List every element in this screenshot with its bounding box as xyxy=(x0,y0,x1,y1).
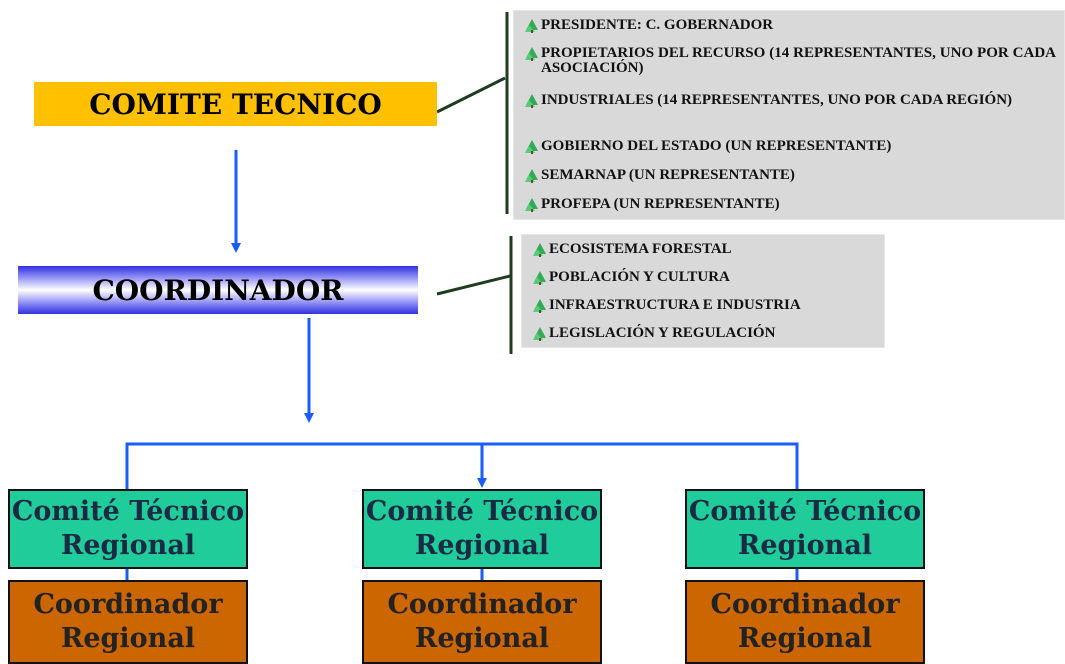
comite-tecnico-box: COMITE TECNICO xyxy=(34,82,437,126)
area-item: LEGISLACIÓN Y REGULACIÓN xyxy=(532,326,876,341)
area-item: ECOSISTEMA FORESTAL xyxy=(532,242,876,257)
member-item: PROFEPA (UN REPRESENTANTE) xyxy=(524,197,1056,212)
coordinador-box: COORDINADOR xyxy=(18,266,418,314)
area-item: POBLACIÓN Y CULTURA xyxy=(532,270,876,285)
committee-members-panel: PRESIDENTE: C. GOBERNADOR PROPIETARIOS D… xyxy=(513,10,1065,220)
tree-icon xyxy=(524,168,540,183)
regional-coordinator-box: Coordinador Regional xyxy=(362,580,602,664)
tree-icon xyxy=(524,46,540,61)
tree-icon xyxy=(524,197,540,212)
regional-committee-label: Comité Técnico Regional xyxy=(11,496,245,561)
member-item: GOBIERNO DEL ESTADO (UN REPRESENTANTE) xyxy=(524,139,1056,154)
area-item: INFRAESTRUCTURA E INDUSTRIA xyxy=(532,298,876,313)
regional-committee-box: Comité Técnico Regional xyxy=(362,489,602,569)
coord-connector xyxy=(436,274,511,296)
regional-committee-box: Comité Técnico Regional xyxy=(685,489,925,569)
tree-icon xyxy=(524,18,540,33)
member-item: INDUSTRIALES (14 REPRESENTANTES, UNO POR… xyxy=(524,93,1056,108)
tree-icon xyxy=(524,139,540,154)
regional-branch-line xyxy=(125,442,799,490)
regional-coordinator-label: Coordinador Regional xyxy=(387,589,577,654)
regional-coordinator-label: Coordinador Regional xyxy=(33,589,223,654)
regional-coordinator-box: Coordinador Regional xyxy=(8,580,248,664)
member-item: PROPIETARIOS DEL RECURSO (14 REPRESENTAN… xyxy=(524,46,1056,76)
regional-coordinator-box: Coordinador Regional xyxy=(685,580,925,664)
member-item: PRESIDENTE: C. GOBERNADOR xyxy=(524,18,1056,33)
tree-icon xyxy=(532,326,548,341)
tree-icon xyxy=(532,298,548,313)
coordinator-areas-panel: ECOSISTEMA FORESTAL POBLACIÓN Y CULTURA … xyxy=(521,234,885,348)
regional-committee-label: Comité Técnico Regional xyxy=(688,496,922,561)
comite-tecnico-label: COMITE TECNICO xyxy=(89,87,382,121)
member-item: SEMARNAP (UN REPRESENTANTE) xyxy=(524,168,1056,183)
tree-icon xyxy=(532,270,548,285)
comite-connector xyxy=(436,76,506,114)
tree-icon xyxy=(524,93,540,108)
regional-coordinator-label: Coordinador Regional xyxy=(710,589,900,654)
coordinador-label: COORDINADOR xyxy=(92,273,344,307)
tree-icon xyxy=(532,242,548,257)
regional-committee-label: Comité Técnico Regional xyxy=(365,496,599,561)
regional-committee-box: Comité Técnico Regional xyxy=(8,489,248,569)
